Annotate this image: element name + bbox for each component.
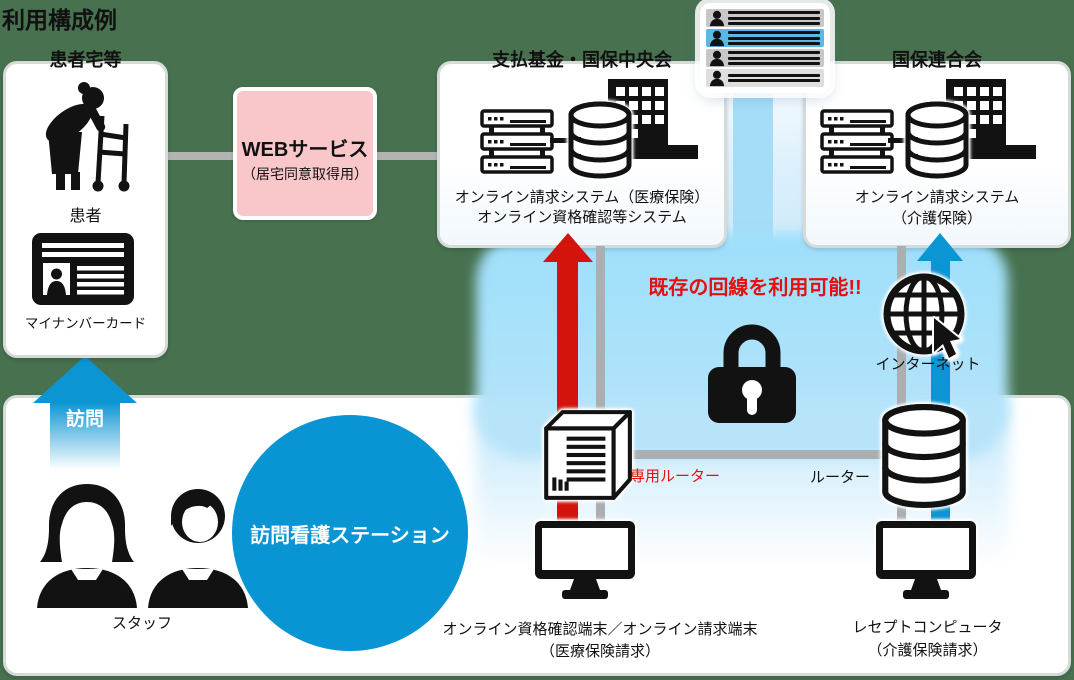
database-icon (568, 101, 632, 179)
router-label: ルーター (810, 469, 871, 486)
left-terminal-line1: オンライン資格確認端末／オンライン請求端末 (442, 621, 758, 638)
payment-fund-line2: オンライン資格確認等システム (477, 209, 687, 226)
kokuho-line1: オンライン請求システム (854, 189, 1020, 206)
elderly-patient-icon (45, 82, 130, 192)
kokuho-line2: （介護保険） (891, 210, 982, 227)
staff-label: スタッフ (111, 615, 172, 632)
internet-label: インターネット (875, 356, 981, 373)
rack-db-connector (888, 138, 906, 143)
mynumber-card-icon (32, 233, 134, 305)
monitor-icon (535, 521, 635, 599)
patient-home-label: 患者宅等 (49, 50, 122, 70)
monitor-icon (876, 521, 976, 599)
cursor-icon (932, 316, 962, 360)
router-box-icon (544, 410, 632, 500)
roster-row-highlighted (706, 29, 824, 47)
database-icon (905, 101, 969, 179)
visit-arrowhead (33, 356, 137, 403)
dedicated-router-label: 専用ルーター (630, 468, 721, 485)
station-circle-label: 訪問看護ステーション (250, 524, 450, 547)
left-terminal-line2: （医療保険請求） (539, 643, 660, 660)
page-title: 利用構成例 (2, 7, 117, 33)
staff-female-icon (37, 484, 137, 608)
card-caption: マイナンバーカード (24, 316, 147, 331)
person-icon (706, 69, 728, 87)
web-service-box: WEBサービス （居宅同意取得用） (233, 87, 377, 220)
kokuho-label: 国保連合会 (892, 50, 982, 70)
visit-label: 訪問 (65, 409, 104, 430)
right-terminal-line2: （介護保険請求） (867, 642, 988, 659)
rack-db-connector (550, 138, 572, 143)
globe-icon (883, 273, 965, 360)
payment-fund-line1: オンライン請求システム（医療保険） (454, 189, 710, 206)
popup-beam (733, 90, 773, 252)
lan-line-horizontal (596, 450, 902, 459)
lan-line-left-vertical (596, 246, 605, 533)
station-circle: 訪問看護ステーション (232, 415, 468, 651)
server-rack-icon (820, 109, 894, 174)
lan-line-right-vertical (897, 246, 906, 524)
web-service-subtitle: （居宅同意取得用） (242, 166, 368, 182)
patient-caption: 患者 (69, 208, 102, 225)
roster-row (706, 69, 824, 87)
roster-popup (700, 3, 830, 93)
person-icon (706, 29, 728, 47)
payment-fund-label: 支払基金・国保中央会 (492, 50, 672, 70)
staff-male-icon (148, 489, 248, 608)
right-terminal-line1: レセプトコンピュータ (852, 619, 1003, 636)
person-icon (706, 9, 728, 27)
roster-row (706, 49, 824, 67)
person-icon (706, 49, 728, 67)
red-uplink-arrowhead (543, 233, 593, 262)
blue-uplink-arrowhead (917, 233, 963, 261)
server-rack-icon (480, 109, 554, 174)
web-service-title: WEBサービス (241, 139, 369, 161)
router-cylinder-icon (882, 404, 966, 508)
visit-arrow-shaft (50, 402, 120, 470)
existing-line-banner: 既存の回線を利用可能!! (648, 277, 862, 299)
roster-row (706, 9, 824, 27)
lock-icon (708, 324, 796, 423)
